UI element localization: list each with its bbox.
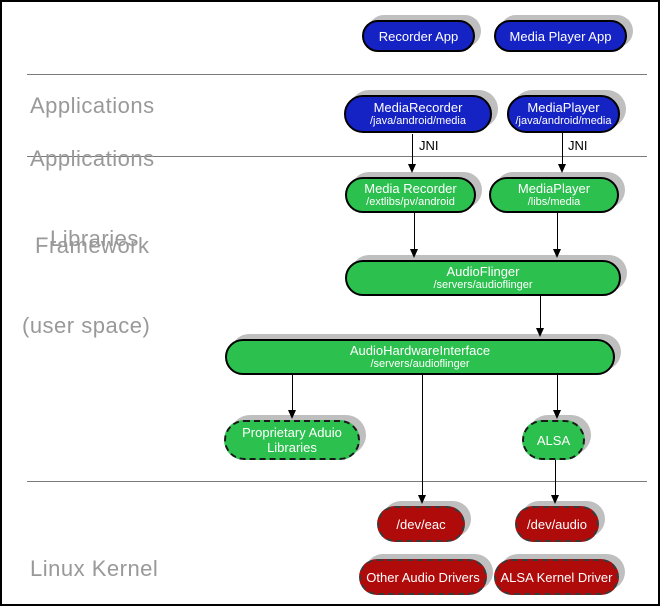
node-media-recorder-library: Media Recorder /extlibs/pv/android xyxy=(345,177,476,213)
arrow-mediaplayer-to-audioflinger xyxy=(553,213,562,258)
arrow-shaft xyxy=(557,375,558,412)
node-subtitle: /extlibs/pv/android xyxy=(366,196,455,208)
node-title: ALSA Kernel Driver xyxy=(500,569,613,585)
node-title: /dev/audio xyxy=(527,516,587,532)
layer-label-linux-kernel: Linux Kernel xyxy=(30,496,159,604)
node-title: MediaPlayer xyxy=(527,100,600,115)
edge-label-jni-right: JNI xyxy=(568,138,588,153)
layer-divider xyxy=(27,156,647,157)
arrow-head-icon xyxy=(536,328,544,337)
node-title: Other Audio Drivers xyxy=(366,569,480,585)
node-recorder-app: Recorder App xyxy=(362,20,475,52)
node-media-player-app: Media Player App xyxy=(494,20,627,52)
arrow-mediaplayer-jni xyxy=(558,133,567,173)
arrow-head-icon xyxy=(551,495,559,504)
node-title: /dev/eac xyxy=(396,516,446,532)
arrow-head-icon xyxy=(558,164,566,173)
node-mediaplayer-framework: MediaPlayer /java/android/media xyxy=(507,95,620,133)
layer-label-line: Linux Kernel xyxy=(30,556,159,581)
node-mediarecorder-framework: MediaRecorder /java/android/media xyxy=(344,95,492,133)
node-mediaplayer-library: MediaPlayer /libs/media xyxy=(489,177,619,213)
node-audioflinger: AudioFlinger /servers/audioflinger xyxy=(345,260,621,296)
arrow-head-icon xyxy=(553,410,561,419)
node-alsa: ALSA xyxy=(522,420,585,460)
arrow-head-icon xyxy=(553,249,561,258)
node-alsa-kernel-driver: ALSA Kernel Driver xyxy=(494,559,619,595)
arrow-audioflinger-to-ahi xyxy=(536,296,545,337)
node-title: Recorder App xyxy=(378,28,459,44)
layer-divider xyxy=(27,481,647,482)
arrow-shaft xyxy=(414,213,415,251)
node-title: Media Recorder xyxy=(364,181,457,196)
layer-label-line: (user space) xyxy=(22,313,151,338)
arrow-head-icon xyxy=(408,164,416,173)
arrow-mediarecorder-jni xyxy=(408,134,417,173)
arrow-head-icon xyxy=(410,249,418,258)
node-subtitle: /libs/media xyxy=(527,196,581,208)
layer-divider xyxy=(27,74,647,75)
arrow-ahi-to-dev-eac xyxy=(418,375,427,504)
layer-label-applications: Applications xyxy=(30,33,155,178)
node-subtitle: /java/android/media xyxy=(515,115,612,127)
edge-label-jni-left: JNI xyxy=(419,138,439,153)
arrow-head-icon xyxy=(288,410,296,419)
node-proprietary-audio-libraries: Proprietary Aduio Libraries xyxy=(224,420,360,460)
node-title: AudioHardwareInterface xyxy=(349,343,491,358)
arrow-shaft xyxy=(540,296,541,330)
arrow-ahi-to-proprietary xyxy=(288,375,297,419)
arrow-alsa-to-dev-audio xyxy=(551,460,560,504)
node-dev-audio: /dev/audio xyxy=(515,506,599,542)
node-title: Proprietary Aduio Libraries xyxy=(242,425,342,455)
node-audiohardwareinterface: AudioHardwareInterface /servers/audiofli… xyxy=(225,339,615,375)
arrow-shaft xyxy=(557,213,558,251)
node-title: ALSA xyxy=(536,432,571,448)
arrow-shaft xyxy=(555,460,556,497)
node-other-audio-drivers: Other Audio Drivers xyxy=(359,559,487,595)
node-title: Media Player App xyxy=(509,28,612,44)
layer-label-line: Applications xyxy=(30,146,155,171)
node-subtitle: /java/android/media xyxy=(369,115,466,127)
node-title: AudioFlinger xyxy=(446,264,520,279)
layer-label-line: Libraries xyxy=(50,226,139,251)
arrow-shaft xyxy=(412,134,413,166)
node-dev-eac: /dev/eac xyxy=(377,506,465,542)
layer-label-applications-framework: Applications Framework xyxy=(30,86,155,318)
arrow-shaft xyxy=(292,375,293,412)
node-title: MediaPlayer xyxy=(517,181,591,196)
layer-label-line: Applications xyxy=(30,93,155,118)
arrow-head-icon xyxy=(418,495,426,504)
arrow-ahi-to-alsa xyxy=(553,375,562,419)
node-title: MediaRecorder xyxy=(373,100,463,115)
arrow-mediarecorder-to-audioflinger xyxy=(410,213,419,258)
node-subtitle: /servers/audioflinger xyxy=(370,358,470,370)
node-subtitle: /servers/audioflinger xyxy=(433,279,533,291)
arrow-shaft xyxy=(422,375,423,497)
layer-label-libraries-user-space: Libraries (user space) xyxy=(22,166,150,398)
arrow-shaft xyxy=(562,133,563,166)
layer-label-line: Framework xyxy=(35,233,150,258)
